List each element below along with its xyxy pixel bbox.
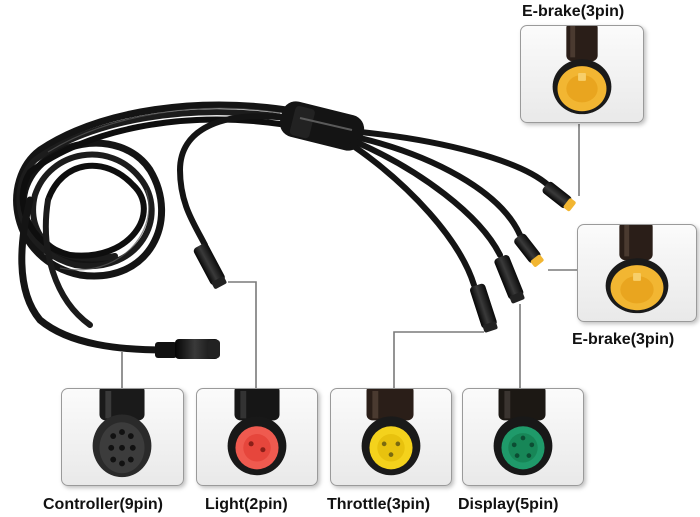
ebrake-top-label: E-brake(3pin) <box>522 3 625 20</box>
black-9pin-connector-icon <box>92 389 152 478</box>
ebrake-right-callout <box>577 224 697 322</box>
controller-label: Controller(9pin) <box>43 496 163 513</box>
ebrake-right-plug <box>514 233 544 267</box>
yellow-3pin-connector-icon <box>605 225 669 314</box>
cable-highlights <box>47 107 281 271</box>
coiled-cable <box>13 101 304 354</box>
light-label: Light(2pin) <box>205 496 288 513</box>
throttle-callout <box>330 388 452 486</box>
display-label: Display(5pin) <box>458 496 559 513</box>
controller-plug <box>155 339 220 359</box>
leader-lines <box>121 124 580 388</box>
ebrake-right-label: E-brake(3pin) <box>572 331 675 348</box>
ebrake-top-plug <box>542 181 576 212</box>
green-5pin-connector-icon <box>493 389 553 476</box>
display-plug <box>494 255 525 304</box>
branch-cables <box>176 113 551 288</box>
ebrake-top-callout <box>520 25 644 123</box>
yellow-3pin-connector-icon <box>361 389 421 476</box>
yellow-3pin-connector-icon <box>552 26 612 115</box>
red-2pin-connector-icon <box>227 389 287 476</box>
display-callout <box>462 388 584 486</box>
splitter-hub <box>279 101 365 151</box>
throttle-label: Throttle(3pin) <box>327 496 431 513</box>
light-plug <box>193 243 227 289</box>
controller-callout <box>61 388 184 486</box>
throttle-plug <box>470 283 498 333</box>
light-callout <box>196 388 318 486</box>
